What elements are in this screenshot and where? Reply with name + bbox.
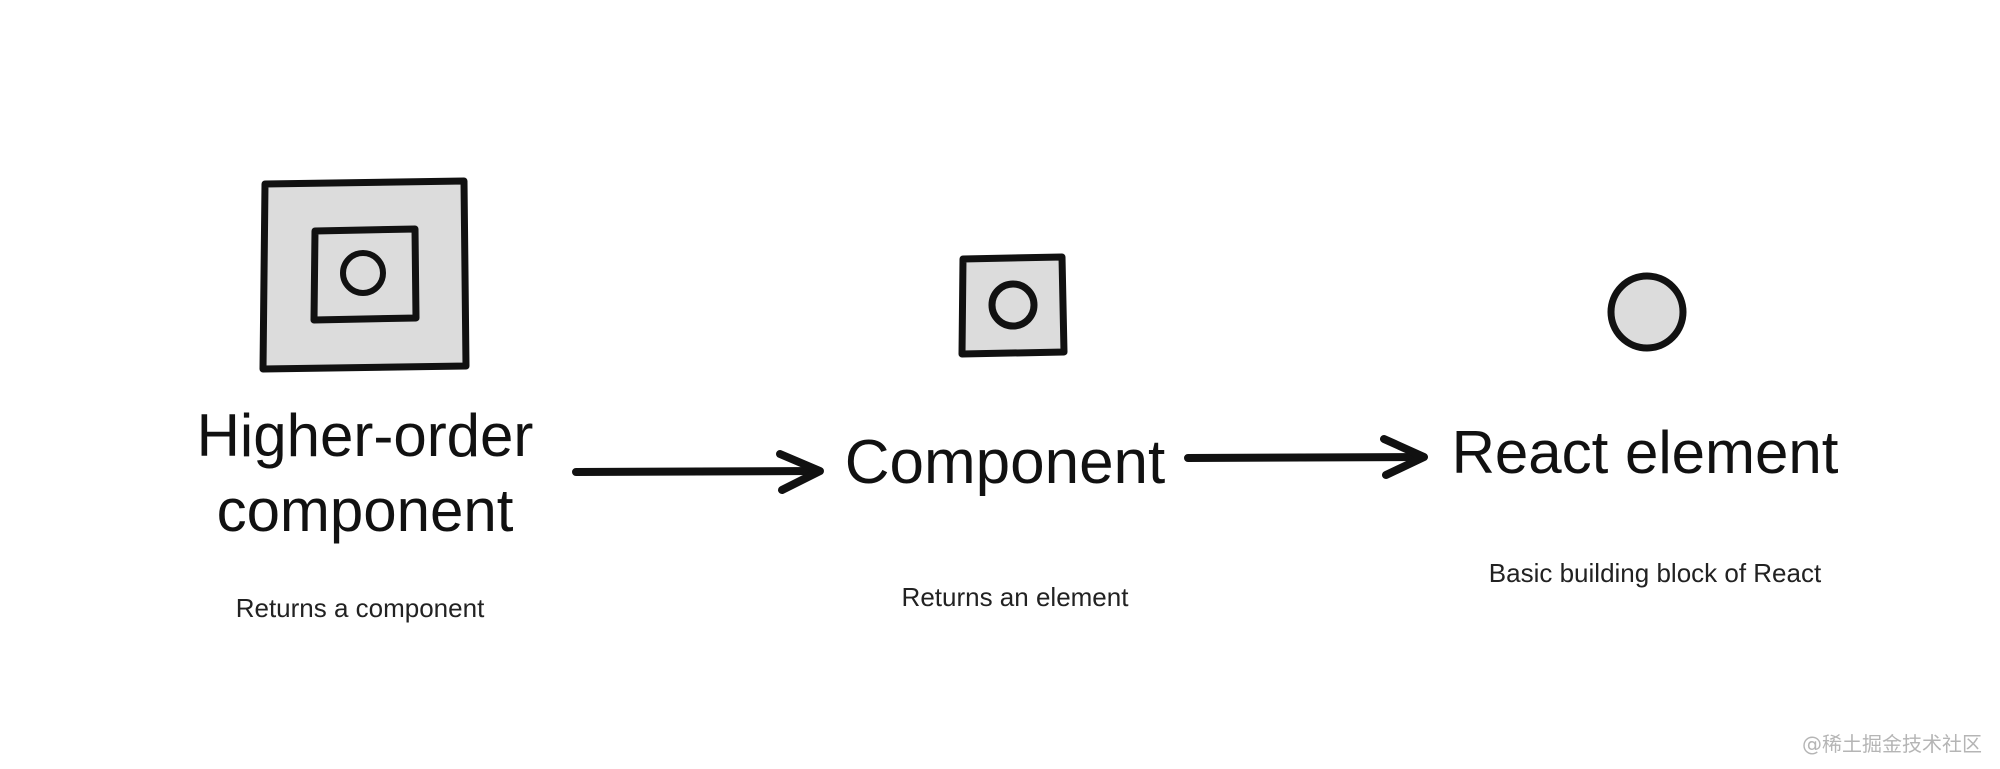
node-subtitle-element: Basic building block of React (1488, 558, 1822, 588)
circle-icon (1607, 272, 1687, 352)
element-circle-shape (1607, 272, 1687, 352)
node-subtitle-component: Returns an element (901, 582, 1129, 612)
node-title-hoc-line1: Higher-order (196, 402, 534, 469)
arrow-shaft (572, 467, 822, 476)
arrow-right-icon (1184, 435, 1428, 479)
arrow-head (1380, 435, 1428, 479)
nested-square-circle-icon (259, 177, 470, 373)
node-title-component: Component (844, 428, 1166, 497)
node-subtitle-hoc: Returns a component (235, 593, 485, 623)
inner-circle-shape (340, 250, 386, 296)
arrow-shaft (1184, 453, 1426, 462)
watermark-text: @稀土掘金技术社区 (1802, 732, 1982, 756)
node-title-hoc-line2: component (216, 477, 514, 544)
arrow-head (776, 450, 824, 494)
arrow-right-icon (572, 450, 824, 494)
square-circle-shape (988, 280, 1038, 330)
square-circle-icon (958, 253, 1068, 358)
node-title-element: React element (1451, 419, 1839, 486)
